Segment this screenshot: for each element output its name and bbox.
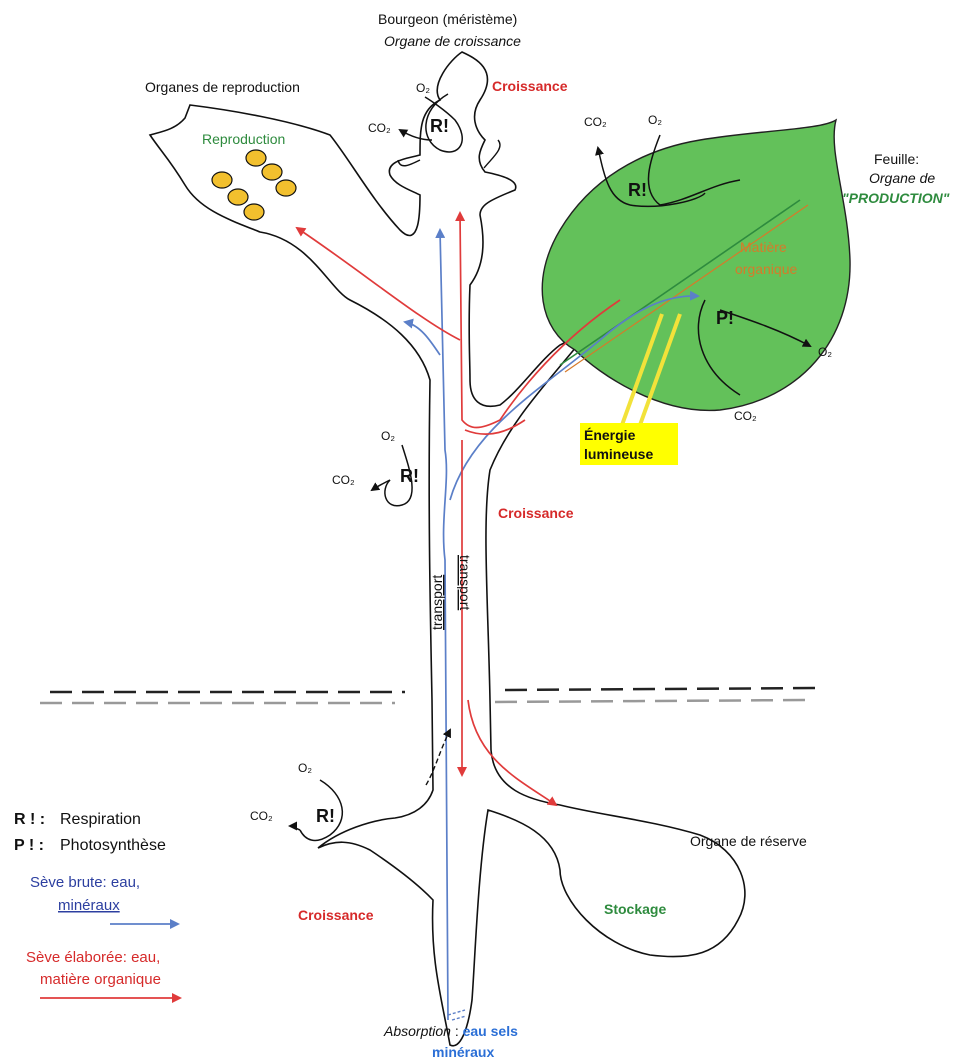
absorption-sep: : bbox=[451, 1023, 463, 1039]
transport-label-down: transport bbox=[457, 555, 473, 610]
respiration-mark-root: R! bbox=[316, 806, 335, 826]
legend-raw-sap-2: minéraux bbox=[58, 897, 120, 914]
energie-label-1: Énergie bbox=[584, 427, 636, 443]
respiration-mark-stem: R! bbox=[400, 466, 419, 486]
o2-label: O₂ bbox=[298, 761, 312, 775]
legend-r-val: Respiration bbox=[60, 811, 141, 828]
growth-bottom-label: Croissance bbox=[298, 907, 374, 923]
matiere-label-1: Matière bbox=[740, 239, 787, 255]
bud-subtitle: Organe de croissance bbox=[384, 33, 521, 49]
energie-label-2: lumineuse bbox=[584, 446, 653, 462]
photosynthesis-mark: P! bbox=[716, 308, 734, 328]
reproduction-label: Reproduction bbox=[202, 131, 285, 147]
legend-elab-sap-2: matière organique bbox=[40, 971, 161, 988]
leaf-shape bbox=[542, 120, 850, 410]
ground-line bbox=[40, 688, 820, 703]
co2-label: CO₂ bbox=[332, 473, 355, 487]
legend-raw-sap-1: Sève brute: eau, bbox=[30, 874, 140, 891]
matiere-label-2: organique bbox=[735, 261, 797, 277]
legend-p-val: Photosynthèse bbox=[60, 837, 166, 854]
growth-mid-label: Croissance bbox=[498, 505, 574, 521]
leaf-subtitle: Organe de bbox=[869, 170, 935, 186]
reserve-organ-label: Organe de réserve bbox=[690, 833, 807, 849]
repro-organs-label: Organes de reproduction bbox=[145, 79, 300, 95]
legend-r-key: R ! : bbox=[14, 811, 45, 828]
absorption-label-2: minéraux bbox=[432, 1044, 494, 1060]
leaf-production: "PRODUCTION" bbox=[842, 190, 950, 206]
legend: R ! : Respiration P ! : Photosynthèse Sè… bbox=[14, 811, 180, 998]
transport-label-up: transport bbox=[429, 575, 445, 630]
o2-label: O₂ bbox=[818, 345, 832, 359]
legend-p-key: P ! : bbox=[14, 837, 44, 854]
o2-label: O₂ bbox=[381, 429, 395, 443]
absorption-water: eau sels bbox=[463, 1023, 518, 1039]
absorption-label: Absorption : eau sels bbox=[383, 1023, 518, 1039]
respiration-mark-leaf: R! bbox=[628, 180, 647, 200]
seed-group bbox=[212, 150, 296, 220]
co2-label: CO₂ bbox=[584, 115, 607, 129]
co2-label: CO₂ bbox=[368, 121, 391, 135]
respiration-mark-bud: R! bbox=[430, 116, 449, 136]
absorption-word: Absorption bbox=[383, 1023, 451, 1039]
stockage-label: Stockage bbox=[604, 901, 666, 917]
legend-elab-sap-1: Sève élaborée: eau, bbox=[26, 949, 160, 966]
leaf-title: Feuille: bbox=[874, 151, 919, 167]
co2-label: CO₂ bbox=[250, 809, 273, 823]
co2-label: CO₂ bbox=[734, 409, 757, 423]
bud-title: Bourgeon (méristème) bbox=[378, 11, 517, 27]
growth-top-label: Croissance bbox=[492, 78, 568, 94]
o2-label: O₂ bbox=[648, 113, 662, 127]
o2-label: O₂ bbox=[416, 81, 430, 95]
